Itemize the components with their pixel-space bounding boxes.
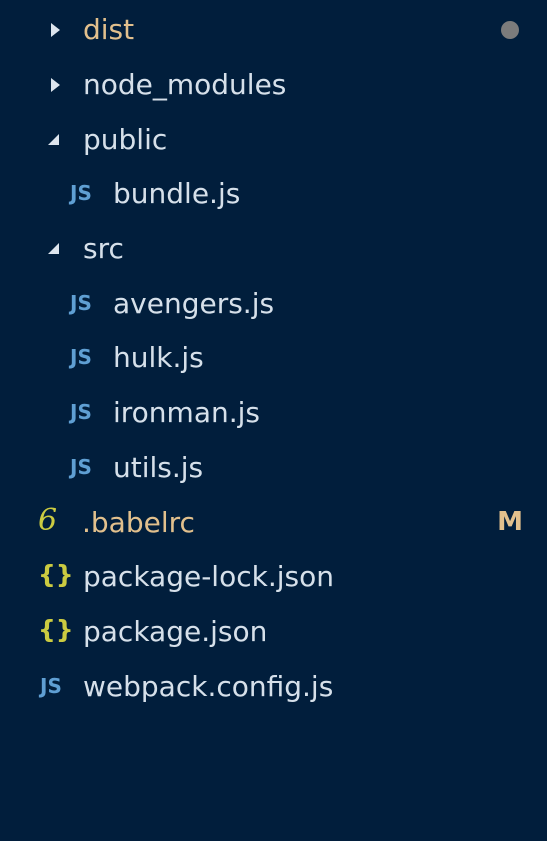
js-file-icon: JS (70, 400, 92, 424)
folder-label: dist (83, 13, 135, 46)
file-package-lock-json[interactable]: {} package-lock.json (0, 550, 547, 604)
file-label: hulk.js (113, 341, 204, 374)
modified-badge: M (497, 507, 523, 537)
json-file-icon: {} (38, 615, 74, 644)
file-label: bundle.js (113, 177, 241, 210)
json-file-icon: {} (38, 560, 74, 589)
folder-public[interactable]: public (0, 113, 547, 167)
file-label: avengers.js (113, 287, 275, 320)
file-hulk-js[interactable]: JS hulk.js (0, 331, 547, 385)
chevron-down-icon[interactable] (48, 134, 59, 145)
file-label: webpack.config.js (83, 670, 334, 703)
js-file-icon: JS (70, 345, 92, 369)
file-label: ironman.js (113, 396, 260, 429)
chevron-down-icon[interactable] (48, 243, 59, 254)
file-webpack-config-js[interactable]: JS webpack.config.js (0, 660, 547, 714)
chevron-right-icon[interactable] (51, 23, 60, 37)
file-label: package.json (83, 615, 268, 648)
file-label: utils.js (113, 451, 204, 484)
chevron-right-icon[interactable] (51, 78, 60, 92)
js-file-icon: JS (70, 455, 92, 479)
js-file-icon: JS (70, 291, 92, 315)
js-file-icon: JS (40, 674, 62, 698)
file-ironman-js[interactable]: JS ironman.js (0, 386, 547, 440)
folder-label: node_modules (83, 68, 287, 101)
folder-src[interactable]: src (0, 222, 547, 276)
folder-node-modules[interactable]: node_modules (0, 58, 547, 112)
folder-dist[interactable]: dist (0, 3, 547, 57)
file-utils-js[interactable]: JS utils.js (0, 441, 547, 495)
file-babelrc[interactable]: 6 .babelrc M (0, 496, 547, 550)
folder-label: src (83, 232, 124, 265)
file-package-json[interactable]: {} package.json (0, 605, 547, 659)
babel-file-icon: 6 (38, 503, 58, 538)
file-label: .babelrc (82, 506, 195, 539)
modified-dot-indicator (501, 21, 519, 39)
file-avengers-js[interactable]: JS avengers.js (0, 277, 547, 331)
file-label: package-lock.json (83, 560, 334, 593)
js-file-icon: JS (70, 181, 92, 205)
folder-label: public (83, 123, 168, 156)
file-bundle-js[interactable]: JS bundle.js (0, 167, 547, 221)
